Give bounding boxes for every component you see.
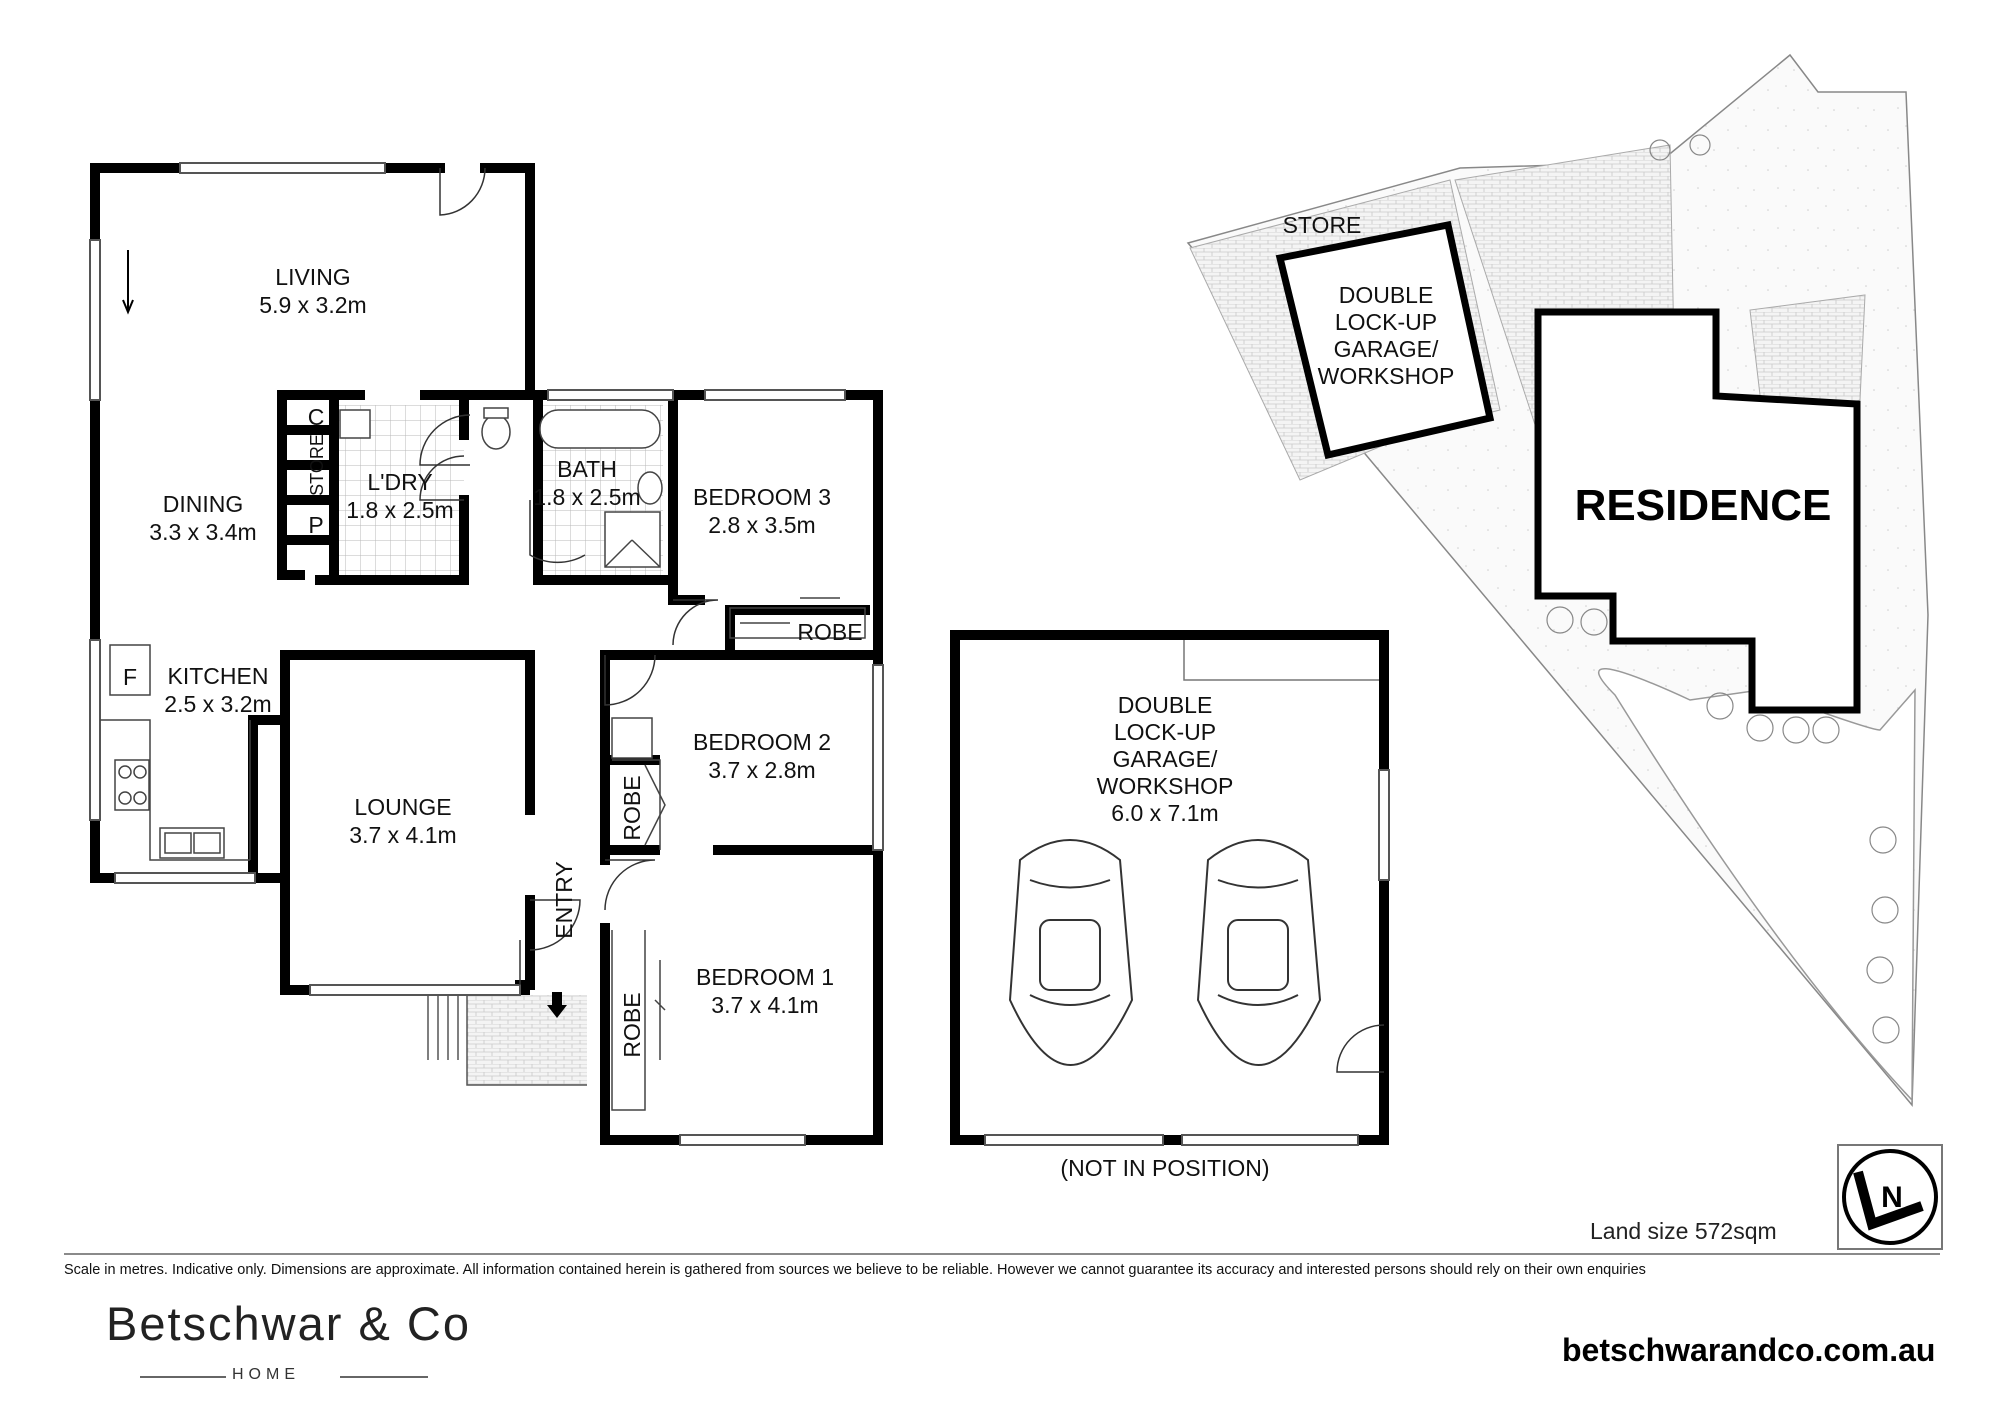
- site-garage-line-4: WORKSHOP: [1318, 363, 1455, 389]
- disclaimer: Scale in metres. Indicative only. Dimens…: [64, 1262, 1646, 1278]
- bathtub: [539, 409, 661, 449]
- room-dims-laundry: 1.8 x 2.5m: [346, 497, 453, 523]
- garage-line-2: LOCK-UP: [1114, 719, 1216, 745]
- room-name-lounge: LOUNGE: [354, 794, 451, 820]
- label-robe-bed3: ROBE: [797, 619, 862, 645]
- room-name-living: LIVING: [275, 264, 350, 290]
- garage-line-1: DOUBLE: [1118, 692, 1213, 718]
- brand-logo: Betschwar & Co: [106, 1297, 471, 1350]
- room-dims-lounge: 3.7 x 4.1m: [349, 822, 456, 848]
- rotated-labels: STORE ROBE ROBE ENTRY: [307, 434, 645, 1057]
- room-dims-bedroom3: 2.8 x 3.5m: [708, 512, 815, 538]
- entry-arrow-icon: [547, 992, 567, 1018]
- room-dims-living: 5.9 x 3.2m: [259, 292, 366, 318]
- robes: [611, 597, 866, 1111]
- label-c: C: [308, 404, 325, 430]
- room-name-bedroom2: BEDROOM 2: [693, 729, 831, 755]
- car-right: [1196, 839, 1322, 1066]
- label-robe-bed2: ROBE: [619, 775, 645, 840]
- label-robe-bed1: ROBE: [619, 992, 645, 1057]
- garage-plan: [950, 630, 1390, 1146]
- site-plan: STORE DOUBLE LOCK-UP GARAGE/ WORKSHOP RE…: [1186, 53, 1929, 1107]
- site-garage-line-3: GARAGE/: [1334, 336, 1439, 362]
- north-arrow-icon: [1853, 1170, 1924, 1231]
- label-not-in-position: (NOT IN POSITION): [1060, 1155, 1269, 1181]
- room-name-bedroom3: BEDROOM 3: [693, 484, 831, 510]
- entry-stairs: [427, 995, 587, 1086]
- laundry-tub: [339, 409, 371, 439]
- main-house-plan: LIVING 5.9 x 3.2m DINING 3.3 x 3.4m KITC…: [89, 162, 1270, 1181]
- room-dims-dining: 3.3 x 3.4m: [149, 519, 256, 545]
- fridge-box: [109, 644, 151, 696]
- site-garage-line-2: LOCK-UP: [1335, 309, 1437, 335]
- land-size: Land size 572sqm: [1590, 1218, 1777, 1244]
- north-compass: N: [1837, 1144, 1943, 1250]
- room-name-kitchen: KITCHEN: [168, 663, 269, 689]
- room-dims-kitchen: 2.5 x 3.2m: [164, 691, 271, 717]
- room-name-bedroom1: BEDROOM 1: [696, 964, 834, 990]
- room-dims-bath: 1.8 x 2.5m: [533, 484, 640, 510]
- basin: [637, 471, 663, 505]
- label-entry: ENTRY: [551, 861, 577, 939]
- garage-line-3: GARAGE/: [1113, 746, 1218, 772]
- site-garage-line-1: DOUBLE: [1339, 282, 1434, 308]
- site-shrubs: [1546, 134, 1900, 1044]
- sliding-arrow-icon: [122, 250, 134, 315]
- brand-subtitle: HOME: [232, 1366, 300, 1383]
- fixtures: [100, 407, 663, 861]
- site-garage: [1275, 220, 1495, 460]
- toilet: [481, 414, 511, 450]
- site-labels: STORE DOUBLE LOCK-UP GARAGE/ WORKSHOP RE…: [1283, 212, 1832, 530]
- garage-dims: 6.0 x 7.1m: [1111, 800, 1218, 826]
- room-name-laundry: L'DRY: [367, 469, 432, 495]
- room-name-dining: DINING: [163, 491, 244, 517]
- label-f: F: [123, 664, 137, 690]
- room-dims-bedroom2: 3.7 x 2.8m: [708, 757, 815, 783]
- website-link[interactable]: betschwarandco.com.au: [1562, 1332, 1936, 1368]
- room-name-bath: BATH: [557, 456, 617, 482]
- doors: [419, 167, 719, 985]
- site-store-label: STORE: [1283, 212, 1362, 238]
- car-left: [1008, 839, 1134, 1066]
- garage-line-4: WORKSHOP: [1097, 773, 1234, 799]
- compass-n: N: [1881, 1181, 1903, 1214]
- label-p: P: [308, 512, 323, 538]
- entry-porch: [467, 995, 587, 1085]
- label-store-small: STORE: [307, 434, 327, 496]
- room-labels: LIVING 5.9 x 3.2m DINING 3.3 x 3.4m KITC…: [123, 264, 1270, 1181]
- site-residence-label: RESIDENCE: [1575, 481, 1832, 530]
- room-dims-bedroom1: 3.7 x 4.1m: [711, 992, 818, 1018]
- site-residence: [1534, 308, 1861, 714]
- driveway: [1597, 668, 1916, 1102]
- windows: [89, 162, 884, 1146]
